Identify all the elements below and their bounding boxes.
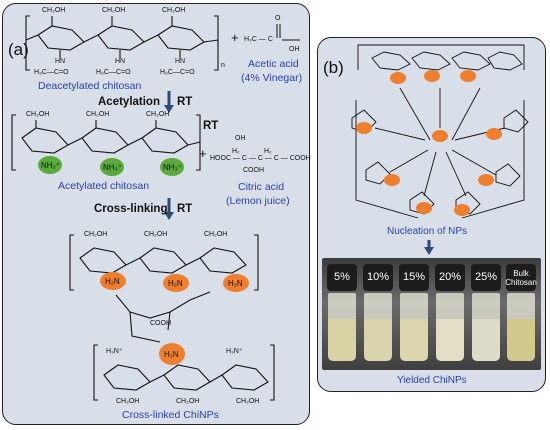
h2n-label: H₂N — [168, 279, 183, 288]
acetyl-label: H₃C—C=O — [34, 69, 69, 76]
vial-liquid — [400, 319, 428, 361]
h3n-label: H₃N⁺ — [106, 348, 123, 355]
nh3-label: NH₃⁺ — [41, 161, 61, 170]
vial-liquid — [507, 319, 535, 361]
vial-cap-label: 10% — [363, 264, 393, 291]
cooh-label: COOH — [150, 320, 171, 327]
hn-label: HN — [55, 58, 66, 65]
hn-label: HN — [175, 58, 186, 65]
acetic-acid-sub: (4% Vinegar) — [241, 72, 303, 84]
ch2oh-label: CH₂OH — [84, 231, 108, 238]
ch2oh-label: CH₂OH — [116, 398, 140, 405]
cross-linked-label: Cross-linked ChiNPs — [122, 409, 219, 421]
vial: 20% — [435, 264, 465, 364]
hn-label: HN — [115, 58, 126, 65]
vial-cap-label: 20% — [435, 264, 465, 291]
ch2oh-label: CH₂OH — [162, 7, 186, 14]
panel-a-label: (a) — [8, 40, 29, 59]
citric-acid-sub: (Lemon juice) — [226, 195, 290, 207]
ch2oh-label: CH₂OH — [176, 398, 200, 405]
nh3-label: NH₃⁺ — [163, 163, 183, 172]
vial: 25% — [471, 264, 501, 364]
ch2oh-label: CH₂OH — [144, 231, 168, 238]
acetic-oh: OH — [289, 46, 300, 53]
acetic-formula: H₃C — C — [244, 36, 273, 43]
vial-cap-label: Bulk Chitosan — [505, 264, 537, 291]
vial-cap-label: 25% — [471, 264, 501, 291]
vial-liquid — [472, 319, 500, 361]
h2n-label: H₂N — [164, 350, 179, 359]
ch2oh-label: CH₂OH — [26, 111, 50, 118]
panel-a — [2, 3, 310, 425]
ch2oh-label: CH₂OH — [42, 7, 66, 14]
panel-b-label: (b) — [323, 58, 344, 77]
citric-formula: HOOC — C — C — C — COOH — [210, 155, 311, 162]
vial: Bulk Chitosan — [505, 264, 537, 364]
vial-cap-label: 5% — [327, 264, 357, 291]
h2n-label: H₂N — [105, 277, 120, 286]
ch2oh-label: CH₂OH — [146, 111, 170, 118]
oh-label: OH — [235, 135, 246, 142]
vial: 15% — [399, 264, 429, 364]
citric-h2: H₂ — [264, 148, 272, 155]
nh3-label: NH₃⁺ — [103, 163, 123, 172]
acetic-acid-label: Acetic acid — [248, 58, 299, 70]
yielded-label: Yielded ChiNPs — [397, 375, 467, 386]
cross-linking-label: Cross-linking — [94, 203, 168, 215]
vial-cap-label: 15% — [399, 264, 429, 291]
rt-label: RT — [203, 120, 219, 132]
citric-acid-label: Citric acid — [238, 181, 285, 193]
ch2oh-label: CH₂OH — [236, 398, 260, 405]
deacetylated-chitosan-label: Deacetylated chitosan — [38, 80, 142, 92]
ch2oh-label: CH₂OH — [86, 111, 110, 118]
vial-liquid — [364, 319, 392, 361]
cooh-label: COOH — [243, 167, 264, 174]
vial: 5% — [327, 264, 357, 364]
nucleation-label: Nucleation of NPs — [387, 226, 468, 237]
vial: 10% — [363, 264, 393, 364]
rt-label: RT — [177, 96, 193, 108]
n-subscript: n — [221, 62, 225, 69]
plus-sign: + — [231, 30, 239, 45]
acetylated-chitosan-label: Acetylated chitosan — [58, 180, 150, 192]
citric-h2: H₂ — [232, 148, 240, 155]
acetyl-label: H₃C—C=O — [96, 69, 131, 76]
rt-label: RT — [177, 203, 193, 215]
acetylation-label: Acetylation — [98, 96, 160, 108]
acetyl-label: H₃C—C=O — [160, 69, 195, 76]
vial-liquid — [328, 319, 356, 361]
plus-sign: + — [199, 146, 207, 161]
vials-photo: 5% 10% 15% 20% 25% Bulk Chitosan — [322, 258, 541, 370]
vial-liquid — [436, 319, 464, 361]
ch2oh-label: CH₂OH — [204, 231, 228, 238]
acetic-o: O — [275, 15, 281, 22]
h2n-label: H₂N — [228, 279, 243, 288]
ch2oh-label: CH₂OH — [102, 7, 126, 14]
h3n-label: H₃N⁺ — [226, 348, 243, 355]
